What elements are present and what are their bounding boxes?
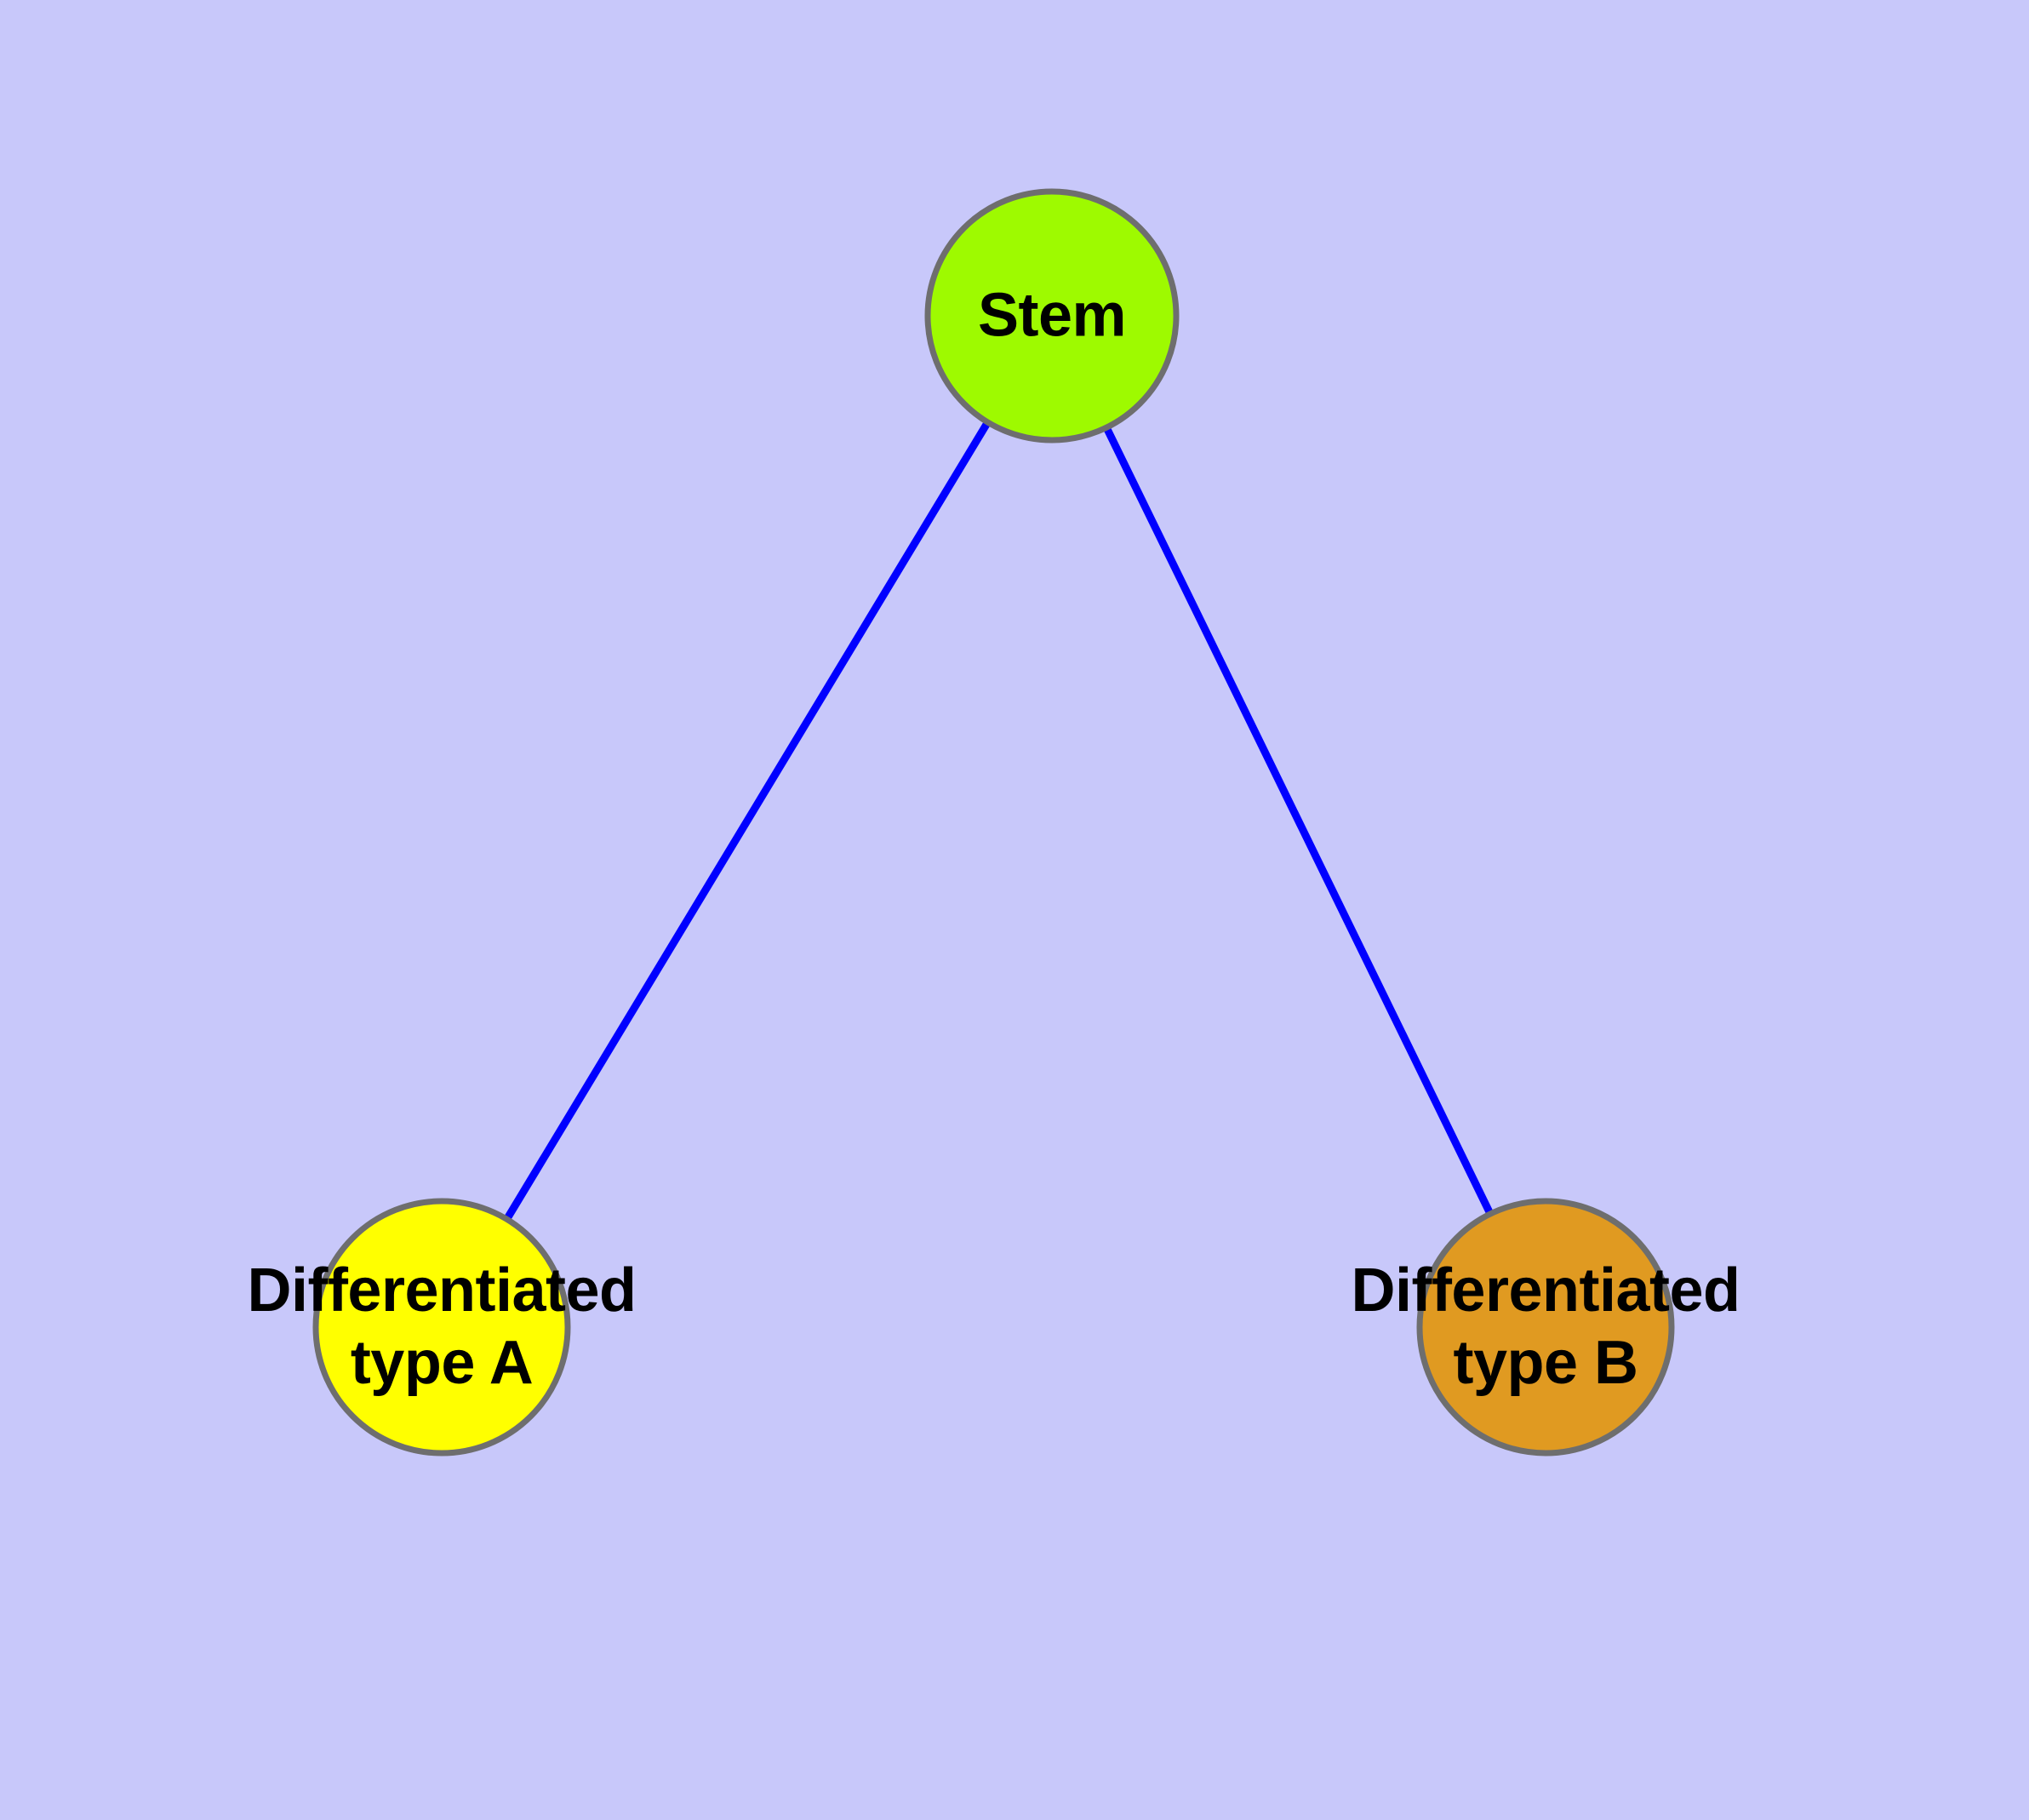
node-layer (312, 188, 1675, 1457)
edge-layer (438, 313, 1550, 1330)
edge-stem-to-diff_a[interactable] (438, 313, 1055, 1330)
node-circle-diff_a[interactable] (312, 1198, 571, 1457)
node-circle-diff_b[interactable] (1416, 1198, 1675, 1457)
node-circle-stem[interactable] (924, 188, 1180, 444)
edge-stem-to-diff_b[interactable] (1048, 314, 1550, 1329)
